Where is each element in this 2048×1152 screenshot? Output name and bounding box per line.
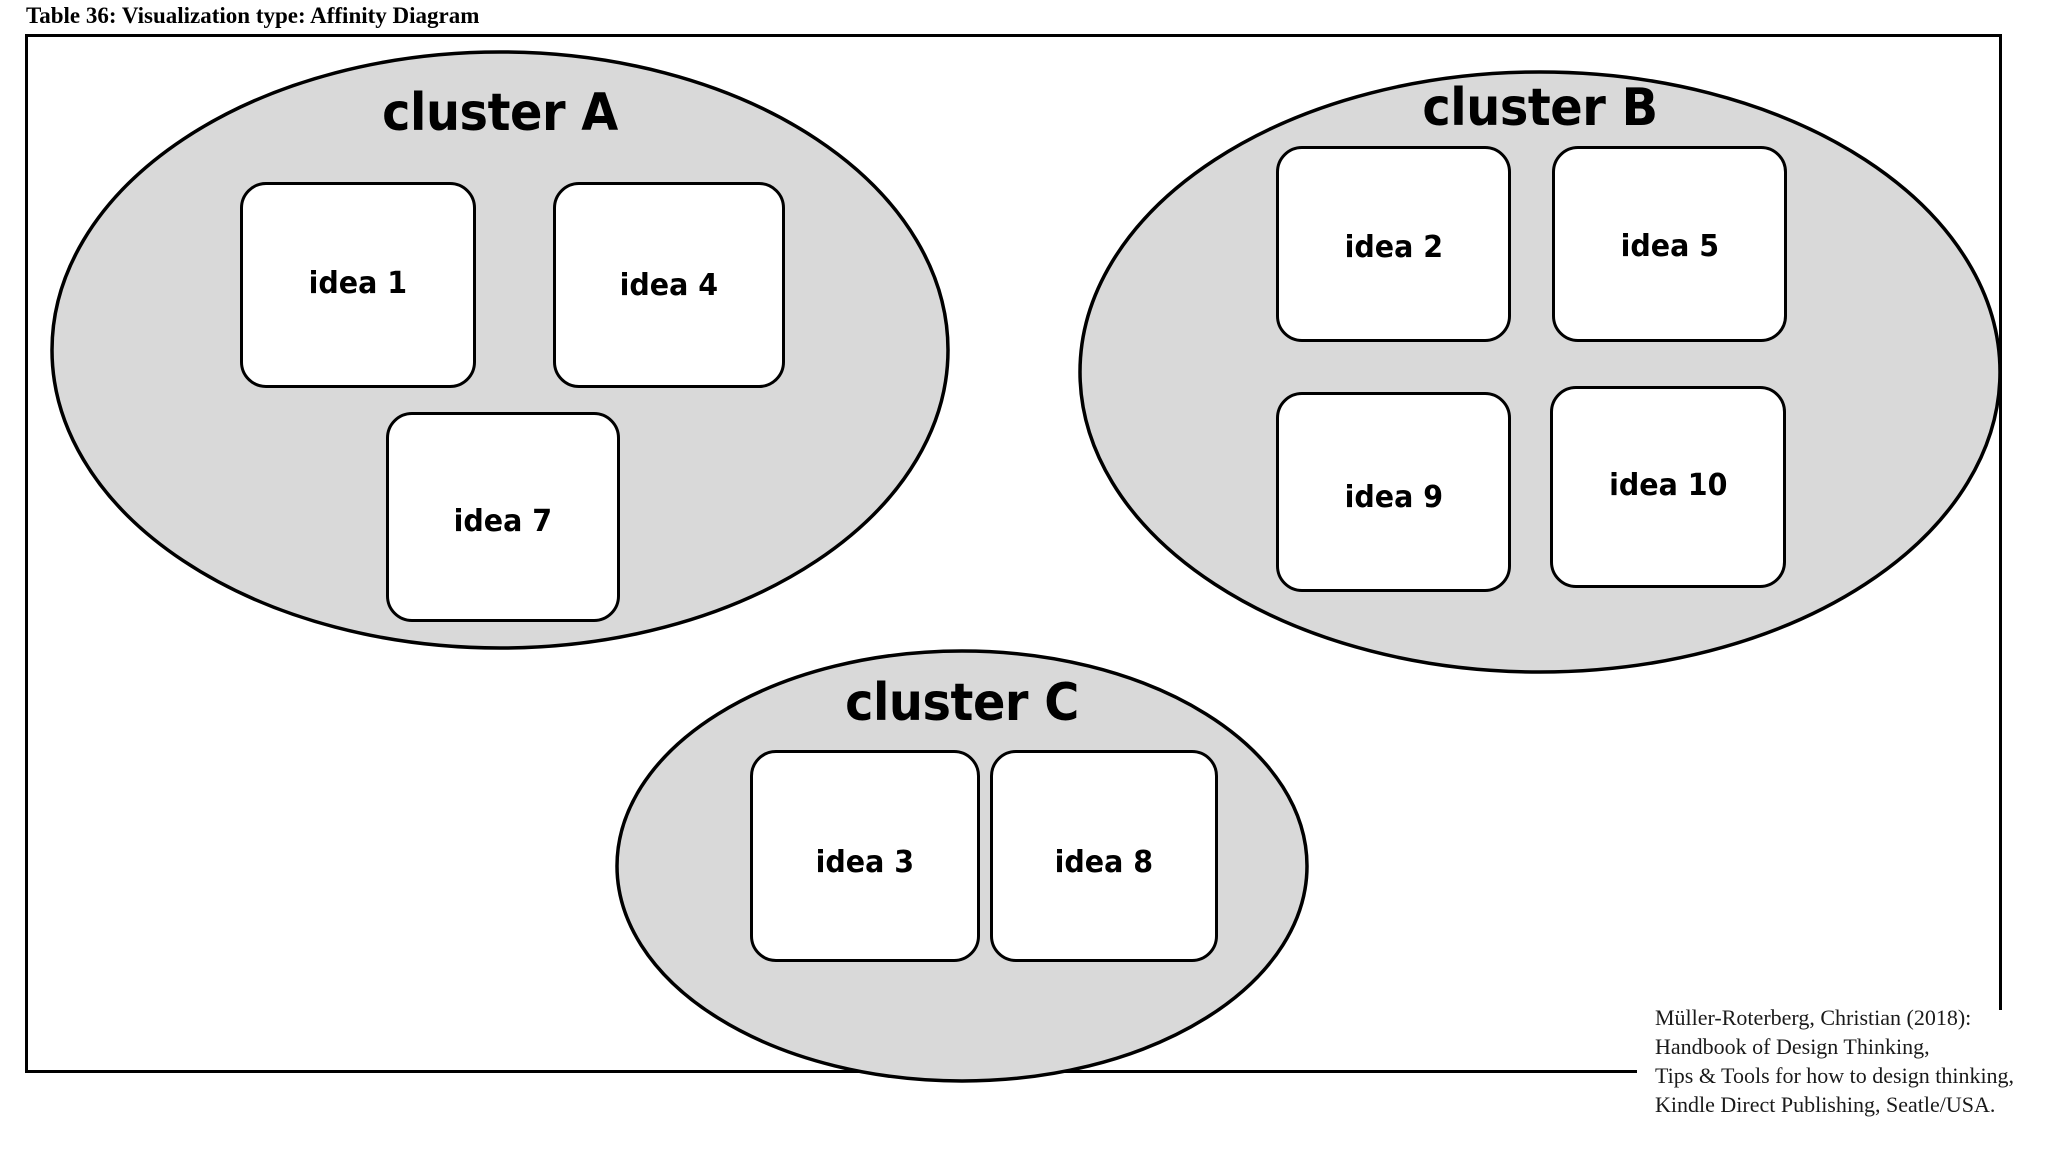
cluster-b-title: cluster B — [1422, 78, 1658, 138]
idea-card-idea-7[interactable]: idea 7 — [386, 412, 620, 622]
attribution-line-3: Tips & Tools for how to design thinking, — [1655, 1063, 2015, 1088]
idea-card-label: idea 5 — [1620, 228, 1719, 264]
idea-card-label: idea 7 — [453, 503, 553, 539]
idea-card-idea-8[interactable]: idea 8 — [990, 750, 1218, 962]
source-attribution: Müller-Roterberg, Christian (2018): Hand… — [1655, 1003, 2014, 1119]
idea-card-label: idea 8 — [1054, 844, 1154, 880]
frame-border-left — [25, 34, 28, 1073]
frame-border-right — [1999, 34, 2002, 1010]
idea-card-idea-3[interactable]: idea 3 — [750, 750, 980, 962]
frame-border-top — [25, 34, 2002, 37]
idea-card-label: idea 3 — [815, 844, 915, 880]
table-caption: Table 36: Visualization type: Affinity D… — [26, 3, 480, 28]
idea-card-label: idea 2 — [1344, 229, 1443, 265]
diagram-frame — [25, 34, 2002, 1073]
attribution-line-1: Müller-Roterberg, Christian (2018): — [1655, 1005, 1972, 1030]
frame-border-bottom — [25, 1070, 1637, 1073]
idea-card-idea-1[interactable]: idea 1 — [240, 182, 476, 388]
idea-card-idea-4[interactable]: idea 4 — [553, 182, 785, 388]
idea-card-idea-10[interactable]: idea 10 — [1550, 386, 1786, 588]
idea-card-label: idea 9 — [1344, 479, 1443, 515]
cluster-a-title: cluster A — [382, 83, 618, 143]
idea-card-idea-9[interactable]: idea 9 — [1276, 392, 1511, 592]
idea-card-label: idea 1 — [308, 265, 408, 301]
idea-card-label: idea 4 — [619, 267, 719, 303]
cluster-c-title: cluster C — [845, 673, 1079, 733]
idea-card-idea-5[interactable]: idea 5 — [1552, 146, 1787, 342]
attribution-line-2: Handbook of Design Thinking, — [1655, 1034, 1930, 1059]
cluster-b-ellipse[interactable] — [1078, 70, 2002, 674]
attribution-line-4: Kindle Direct Publishing, Seatle/USA. — [1655, 1092, 1996, 1117]
idea-card-idea-2[interactable]: idea 2 — [1276, 146, 1511, 342]
idea-card-label: idea 10 — [1608, 467, 1728, 503]
